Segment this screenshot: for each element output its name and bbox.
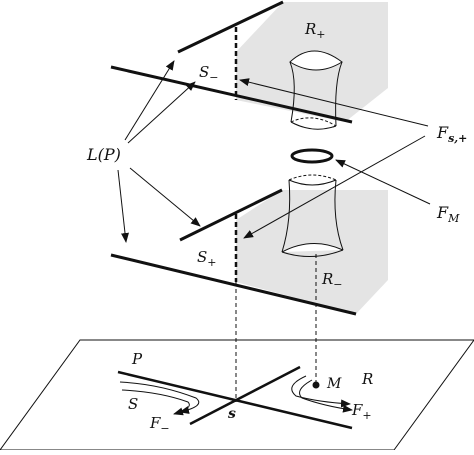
label-s-plus: S+: [197, 248, 217, 269]
point-m: [312, 381, 320, 389]
flow-f-plus: [291, 375, 353, 413]
base-plane: [0, 339, 474, 451]
label-f-plus: F+: [351, 401, 372, 422]
label-p: P: [131, 350, 143, 368]
label-f-minus: F−: [149, 414, 170, 435]
fm-ring: [290, 148, 334, 164]
label-r-region: R: [361, 370, 373, 388]
label-f-m: FM: [436, 203, 460, 225]
label-s-minus: S−: [199, 63, 219, 84]
lower-plane: [110, 188, 357, 316]
upper-plane-front-edge: [110, 65, 353, 124]
upper-plane: [110, 0, 353, 124]
fs-arrows: [239, 78, 429, 239]
lower-plane-front-edge: [110, 253, 357, 316]
label-r-plus: R+: [304, 20, 326, 41]
lower-shaded-region: [236, 190, 388, 314]
label-f-s-plus: Fs,+: [436, 123, 467, 145]
lower-cylinder: [281, 174, 344, 257]
upper-cylinder: [289, 50, 343, 130]
label-s-region: S: [128, 395, 138, 413]
lower-plane-back-edge: [179, 188, 283, 242]
label-l-of-p: L(P): [86, 145, 121, 164]
upper-plane-back-edge: [177, 0, 284, 54]
curve-transverse: [189, 365, 301, 426]
fm-arrow: [335, 159, 431, 205]
flow-f-minus: [119, 381, 200, 416]
label-r-minus: R−: [321, 270, 343, 291]
label-s-point: s: [228, 406, 236, 422]
lp-arrows: [117, 60, 201, 243]
label-m-point: M: [326, 376, 342, 392]
